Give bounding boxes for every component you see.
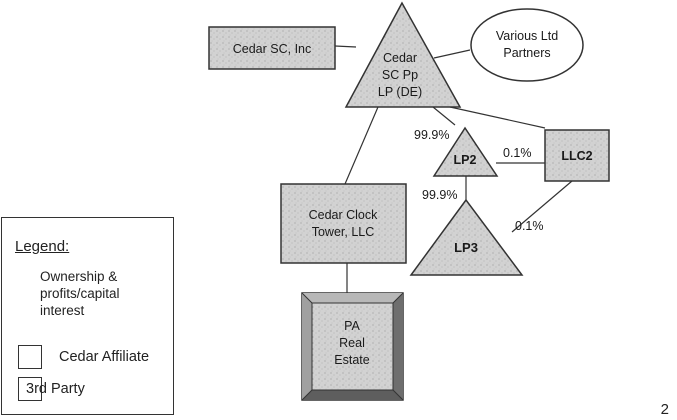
node-pa-line3: Estate [334, 353, 369, 367]
page-number: 2 [660, 401, 669, 418]
edge-label-llc2-lp3: 0.1% [515, 219, 544, 233]
node-cedar-sc-pp-line3: LP (DE) [378, 85, 422, 99]
legend: Legend: Ownership & profits/capital inte… [1, 217, 174, 415]
node-cedar-sc-pp-line1: Cedar [383, 51, 417, 65]
node-lp3-label: LP3 [454, 240, 478, 255]
node-cedar-clock-line2: Tower, LLC [312, 225, 375, 239]
node-cedar-sc-pp-line2: SC Pp [382, 68, 418, 82]
legend-title: Legend: [15, 238, 70, 255]
edge-lp-clock [344, 106, 379, 185]
edge-llc2-lp3 [511, 180, 573, 233]
node-pa-line2: Real [339, 336, 365, 350]
legend-swatch-third-party [18, 377, 42, 401]
node-cedar-sc-pp-lp: Cedar SC Pp LP (DE) [344, 1, 462, 108]
edge-inc-lp [334, 45, 357, 48]
node-cedar-clock-tower: Cedar Clock Tower, LLC [280, 183, 407, 264]
edge-label-llc2-lp2: 0.1% [503, 146, 532, 160]
edge-label-lp-lp2: 99.9% [414, 128, 449, 142]
node-various-ltd-line1: Various Ltd [496, 29, 558, 43]
node-lp2: LP2 [432, 126, 499, 177]
node-cedar-clock-line1: Cedar Clock [309, 208, 379, 222]
node-lp2-label: LP2 [454, 153, 477, 167]
node-llc2: LLC2 [544, 129, 610, 182]
node-pa-line1: PA [344, 319, 360, 333]
node-various-ltd-partners: Various Ltd Partners [470, 8, 584, 82]
node-cedar-sc-inc: Cedar SC, Inc [208, 26, 336, 70]
node-llc2-label: LLC2 [561, 149, 592, 163]
edge-label-lp2-lp3: 99.9% [422, 188, 457, 202]
edge-various-lp [433, 49, 471, 59]
legend-swatch-affiliate [18, 345, 42, 369]
legend-label-affiliate: Cedar Affiliate [59, 349, 150, 365]
legend-description: Ownership & profits/capital interest [40, 269, 120, 318]
legend-label-third-party: 3rd Party [26, 381, 85, 397]
node-lp3: LP3 [409, 198, 524, 276]
node-cedar-sc-inc-label: Cedar SC, Inc [233, 42, 312, 56]
node-pa-real-estate: PA Real Estate [301, 292, 404, 401]
node-various-ltd-line2: Partners [503, 46, 550, 60]
edge-lp-llc2 [449, 106, 546, 129]
